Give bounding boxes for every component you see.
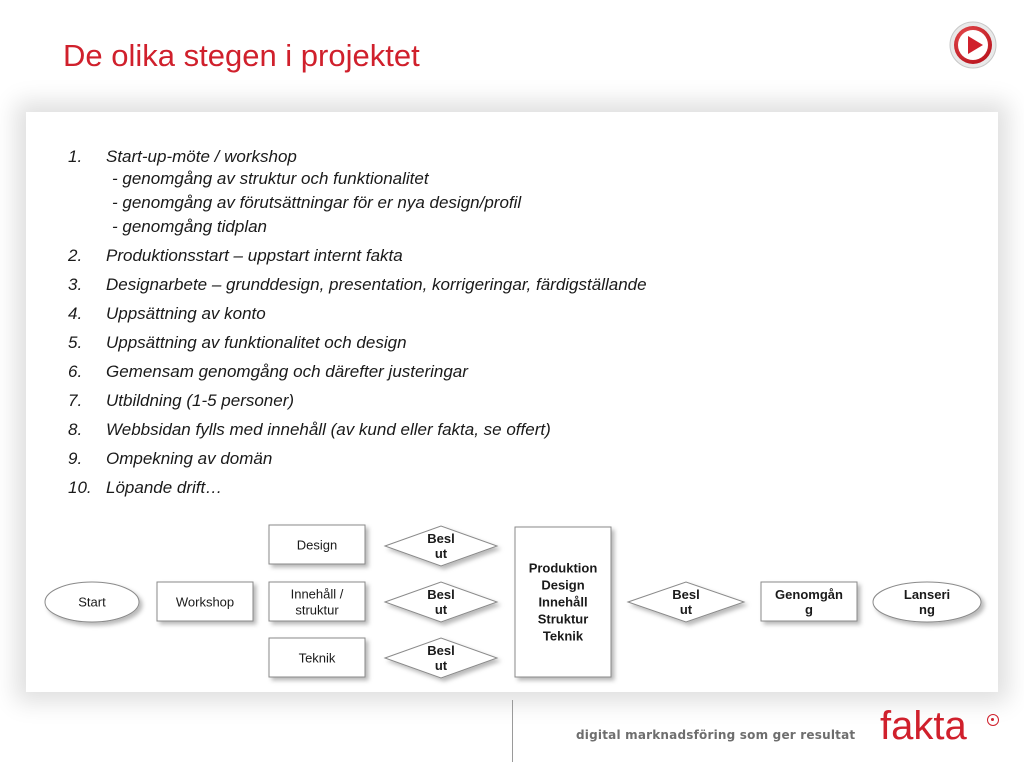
decision-node — [626, 581, 746, 623]
decision-label: Besl — [427, 643, 454, 658]
step-item: 2. Produktionsstart – uppstart internt fa… — [68, 246, 647, 266]
step-subitem: - genomgång av förutsättningar för er ny… — [112, 193, 522, 212]
step-number: 6. — [68, 362, 83, 381]
step-text: Produktionsstart – uppstart internt fakt… — [106, 246, 403, 265]
footer-divider — [512, 700, 513, 762]
step-item: 7. Utbildning (1-5 personer) — [68, 391, 647, 411]
step-text: Designarbete – grunddesign, presentation… — [106, 275, 647, 294]
lansering-node — [872, 581, 982, 623]
decision-node — [383, 637, 499, 679]
step-number: 10. — [68, 478, 92, 497]
step-item: 10. Löpande drift… — [68, 478, 647, 498]
produktion-label: Innehåll — [538, 595, 587, 610]
start-label: Start — [78, 595, 106, 610]
step-text: Start-up-möte / workshop — [106, 147, 297, 166]
genomgang-label: g — [805, 602, 813, 617]
page-title: De olika stegen i projektet — [63, 38, 420, 73]
produktion-label: Struktur — [538, 612, 589, 627]
step-subitem: - genomgång tidplan — [112, 217, 268, 236]
step-number: 2. — [68, 246, 83, 265]
step-text: Gemensam genomgång och därefter justerin… — [106, 362, 468, 381]
step-text: Löpande drift… — [106, 478, 223, 497]
workshop-node — [156, 581, 254, 622]
footer-tagline: digital marknadsföring som ger resultat — [576, 728, 856, 742]
step-text: Utbildning (1-5 personer) — [106, 391, 295, 410]
decision-node — [383, 525, 499, 567]
design-label: Design — [297, 538, 337, 553]
step-item: 5. Uppsättning av funktionalitet och desi… — [68, 333, 647, 353]
steps-list: 1. Start-up-möte / workshop - genomgång av… — [68, 147, 647, 507]
step-item: 1. Start-up-möte / workshop - genomgång av… — [68, 147, 647, 239]
step-number: 9. — [68, 449, 83, 468]
registered-mark-icon — [987, 714, 999, 726]
genomgang-label: Genomgån — [775, 587, 843, 602]
decision-label: Besl — [427, 587, 454, 602]
step-number: 1. — [68, 147, 83, 166]
step-number: 7. — [68, 391, 83, 410]
decision-label: ut — [680, 602, 693, 617]
genomgang-node — [760, 581, 858, 622]
step-text: Webbsidan fylls med innehåll (av kund el… — [106, 420, 551, 439]
workshop-label: Workshop — [176, 595, 234, 610]
teknik-node — [268, 637, 366, 678]
produktion-node — [514, 526, 612, 678]
play-button-icon[interactable] — [948, 20, 998, 70]
step-number: 3. — [68, 275, 83, 294]
lansering-label: ng — [919, 602, 935, 617]
innehall-node — [268, 581, 366, 622]
step-item: 6. Gemensam genomgång och därefter juster… — [68, 362, 647, 382]
start-node — [44, 581, 140, 623]
produktion-label: Design — [541, 578, 584, 593]
step-number: 8. — [68, 420, 83, 439]
teknik-label: Teknik — [299, 651, 336, 666]
design-node — [268, 524, 366, 565]
step-item: 9. Ompekning av domän — [68, 449, 647, 469]
innehall-label: struktur — [295, 603, 339, 618]
step-text: Ompekning av domän — [106, 449, 273, 468]
step-subitem: - genomgång av struktur och funktionalit… — [112, 169, 429, 188]
produktion-label: Teknik — [543, 629, 584, 644]
step-item: 3. Designarbete – grunddesign, presentati… — [68, 275, 647, 295]
decision-label: Besl — [672, 587, 699, 602]
decision-label: ut — [435, 602, 448, 617]
lansering-label: Lanseri — [904, 587, 950, 602]
step-item: 4. Uppsättning av konto — [68, 304, 647, 324]
fakta-logo: fakta — [880, 704, 967, 748]
decision-label: Besl — [427, 531, 454, 546]
step-text: Uppsättning av funktionalitet och design — [106, 333, 407, 352]
step-number: 4. — [68, 304, 83, 323]
step-text: Uppsättning av konto — [106, 304, 266, 323]
decision-label: ut — [435, 658, 448, 673]
decision-label: ut — [435, 546, 448, 561]
innehall-label: Innehåll / — [291, 587, 344, 602]
step-number: 5. — [68, 333, 83, 352]
decision-node — [383, 581, 499, 623]
step-item: 8. Webbsidan fylls med innehåll (av kund … — [68, 420, 647, 440]
produktion-label: Produktion — [529, 561, 598, 576]
